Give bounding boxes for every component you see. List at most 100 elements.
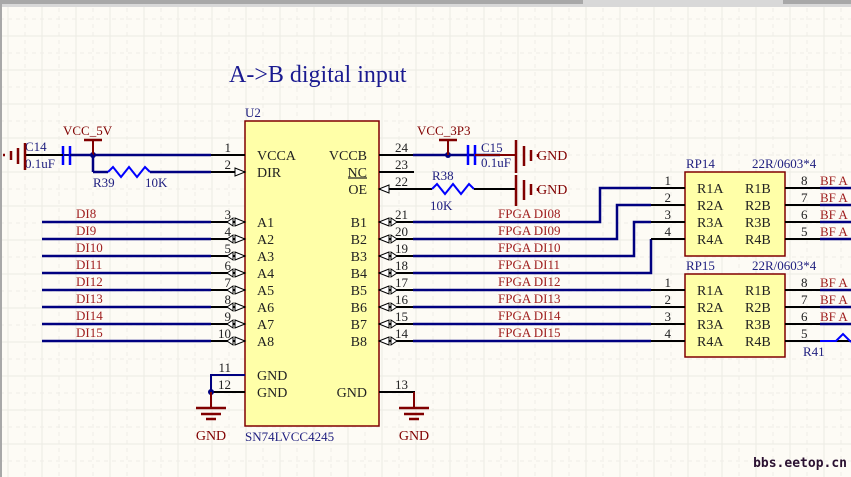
pin-direction-icon: [377, 268, 390, 278]
ref-r41: R41: [803, 344, 825, 359]
pin-direction-icon: [377, 234, 390, 244]
pin-name: R1A: [697, 182, 724, 197]
pin-name: A2: [257, 233, 274, 248]
value-r38: 10K: [430, 198, 453, 213]
wire: [379, 391, 415, 408]
pin-name: B8: [351, 335, 367, 350]
pin-direction-icon: [377, 336, 390, 346]
document-tab-strip[interactable]: [583, 0, 783, 4]
net-wire-FPGA_DI10: [413, 220, 651, 258]
pin-direction-icon: [234, 268, 247, 278]
pin-number: 6: [801, 207, 808, 222]
power-label-vcc3p3: VCC_3P3: [417, 123, 470, 138]
power-label-vcc5v: VCC_5V: [63, 123, 113, 138]
pin-number: 4: [225, 224, 232, 239]
pin-number: 19: [395, 241, 408, 256]
value-c14: 0.1uF: [25, 156, 55, 171]
pin-direction-icon: [226, 336, 234, 346]
pin-number: 15: [395, 309, 408, 324]
net-wire-FPGA_DI11: [413, 239, 653, 275]
net-label-DI13: DI13: [76, 291, 103, 306]
net-label-DI8: DI8: [76, 206, 96, 221]
pin-direction-icon: [390, 268, 398, 278]
pin-name: R2B: [745, 301, 771, 316]
pin-number: 14: [395, 326, 409, 341]
pin-number: 4: [665, 326, 672, 341]
pin-number: 22: [395, 174, 408, 189]
pin-number: 5: [225, 241, 232, 256]
pin-number: 2: [665, 292, 672, 307]
pin-direction-icon: [226, 285, 234, 295]
pin-number: 23: [395, 157, 408, 172]
net-label-bf: BF A: [820, 207, 848, 222]
net-label-FPGA_DI11: FPGA DI11: [498, 257, 560, 272]
rpack-designator: RP15: [686, 258, 715, 273]
net-label-bf: BF A: [820, 292, 848, 307]
pin-name: R2B: [745, 199, 771, 214]
pin-direction-icon: [234, 217, 247, 227]
pin-number: 24: [395, 140, 409, 155]
pin-direction-icon: [377, 251, 390, 261]
net-label-FPGA_DI08: FPGA DI08: [498, 206, 561, 221]
pin-name: B6: [351, 301, 367, 316]
rpack-designator: RP14: [686, 156, 715, 171]
pin-number: 18: [395, 258, 408, 273]
pin-name: R4A: [697, 335, 724, 350]
pin-name: VCCB: [329, 149, 367, 164]
pin-number: 7: [801, 190, 808, 205]
pin-number: 12: [218, 377, 231, 392]
ref-c15: C15: [481, 140, 503, 155]
schematic-canvas[interactable]: A->B digital inputU2SN74LVCC42451VCCA2DI…: [2, 7, 851, 477]
pin-name: R3B: [745, 318, 771, 333]
pin-number: 5: [801, 326, 808, 341]
net-label-FPGA_DI14: FPGA DI14: [498, 308, 561, 323]
net-label-FPGA_DI13: FPGA DI13: [498, 291, 561, 306]
net-label-FPGA_DI10: FPGA DI10: [498, 240, 561, 255]
pin-number: 11: [218, 360, 231, 375]
pin-name: A6: [257, 301, 274, 316]
net-label-FPGA_DI15: FPGA DI15: [498, 325, 561, 340]
pin-number: 6: [225, 258, 232, 273]
pin-direction-icon: [377, 302, 390, 312]
net-label-DI11: DI11: [76, 257, 102, 272]
rpack-body-RP14: [684, 171, 786, 257]
pin-number: 8: [801, 173, 808, 188]
pin-direction-icon: [377, 184, 390, 194]
pin-number: 8: [225, 292, 232, 307]
pin-number: 4: [665, 224, 672, 239]
pin-number: 13: [395, 377, 408, 392]
pin-direction-icon: [234, 167, 247, 177]
net-label-bf: BF A: [820, 275, 848, 290]
pin-number: 6: [801, 309, 808, 324]
power-label-gnd: GND: [537, 183, 567, 198]
pin-number: 7: [225, 275, 232, 290]
pin-name: A1: [257, 216, 274, 231]
pin-number: 1: [665, 173, 672, 188]
net-label-bf: BF A: [820, 190, 848, 205]
pin-number: 2: [665, 190, 672, 205]
rpack-body-RP15: [684, 273, 786, 358]
power-label-gnd: GND: [399, 429, 429, 444]
net-label-FPGA_DI09: FPGA DI09: [498, 223, 561, 238]
pin-direction-icon: [226, 268, 234, 278]
pin-name: B2: [351, 233, 367, 248]
pin-name: A3: [257, 250, 274, 265]
wire: [210, 374, 245, 392]
pin-direction-icon: [390, 319, 398, 329]
pin-direction-icon: [377, 319, 390, 329]
pin-direction-icon: [390, 302, 398, 312]
ref-r39: R39: [93, 175, 115, 190]
pin-number: 21: [395, 207, 408, 222]
pin-direction-icon: [226, 234, 234, 244]
pin-direction-icon: [377, 217, 390, 227]
net-label-bf: BF A: [820, 224, 848, 239]
pin-name: R3A: [697, 216, 724, 231]
pin-number: 1: [665, 275, 672, 290]
net-label-bf: BF A: [820, 309, 848, 324]
pin-direction-icon: [390, 251, 398, 261]
ic-body: [244, 120, 380, 427]
net-label-DI12: DI12: [76, 274, 103, 289]
ic-designator: U2: [245, 105, 261, 120]
pin-direction-icon: [234, 234, 247, 244]
